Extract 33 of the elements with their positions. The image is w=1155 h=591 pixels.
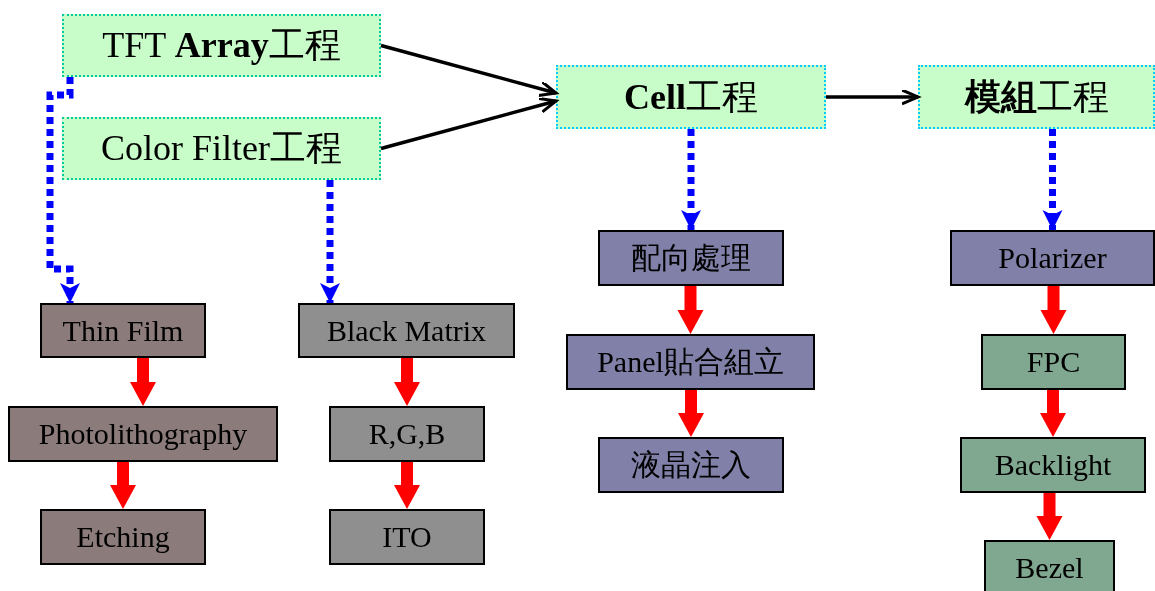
process-box: TFT Array工程 [62, 14, 381, 77]
block-arrow [130, 358, 156, 406]
process-box: Bezel [984, 540, 1115, 591]
block-arrow [1040, 286, 1067, 334]
process-box: 配向處理 [598, 230, 784, 286]
process-box: Panel貼合組立 [566, 334, 815, 390]
block-arrow [110, 462, 136, 509]
arrow [681, 129, 701, 230]
arrow [380, 43, 558, 98]
arrow [380, 96, 558, 151]
block-arrow [1040, 390, 1066, 437]
process-box: 液晶注入 [598, 437, 784, 493]
block-arrow [1036, 493, 1063, 540]
process-box: Black Matrix [298, 303, 515, 358]
process-box: FPC [981, 334, 1126, 390]
block-arrow [678, 390, 704, 437]
process-box: Cell工程 [556, 65, 826, 129]
process-box: ITO [329, 509, 485, 565]
process-box: R,G,B [329, 406, 485, 462]
process-box: Color Filter工程 [62, 117, 381, 180]
block-arrow [677, 286, 704, 334]
process-box: Backlight [960, 437, 1146, 493]
arrow [826, 88, 920, 106]
process-box: Thin Film [40, 303, 206, 358]
process-box: 模組工程 [918, 65, 1155, 129]
process-box: Polarizer [950, 230, 1155, 286]
arrow [46, 77, 80, 303]
block-arrow [394, 358, 420, 406]
arrow [320, 180, 340, 303]
block-arrow [394, 462, 420, 509]
process-box: Etching [40, 509, 206, 565]
process-box: Photolithography [8, 406, 278, 462]
arrow [1042, 129, 1063, 230]
